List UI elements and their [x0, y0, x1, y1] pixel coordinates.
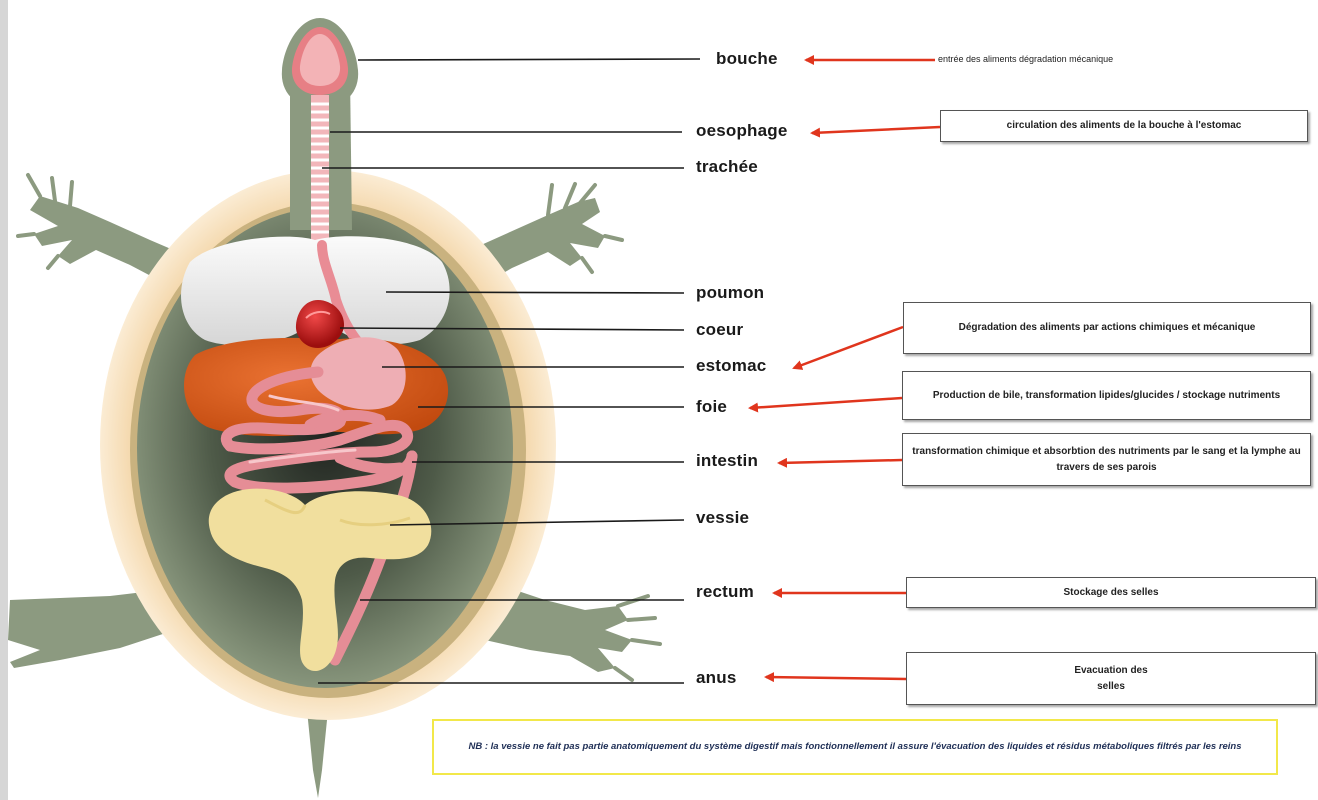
note-foie: Production de bile, transformation lipid… [933, 388, 1280, 404]
leader-line-poumon [386, 292, 684, 293]
note-box-rectum: Stockage des selles [906, 577, 1316, 608]
label-trachee: trachée [696, 157, 758, 177]
label-intestin: intestin [696, 451, 758, 471]
arrow-estomac [794, 327, 903, 368]
note-intestin: transformation chimique et absorbtion de… [909, 444, 1304, 475]
nb-note-box: NB : la vessie ne fait pas partie anatom… [432, 719, 1278, 775]
nb-note-text: NB : la vessie ne fait pas partie anatom… [468, 738, 1241, 756]
note-box-anus: Evacuation des selles [906, 652, 1316, 705]
label-coeur: coeur [696, 320, 743, 340]
note-box-oesophage: circulation des aliments de la bouche à … [940, 110, 1308, 142]
label-foie: foie [696, 397, 727, 417]
note-box-estomac: Dégradation des aliments par actions chi… [903, 302, 1311, 354]
note-anus: Evacuation des selles [1066, 663, 1156, 694]
label-vessie: vessie [696, 508, 749, 528]
label-estomac: estomac [696, 356, 766, 376]
note-estomac: Dégradation des aliments par actions chi… [959, 320, 1256, 336]
note-box-foie: Production de bile, transformation lipid… [902, 371, 1311, 420]
arrow-oesophage [812, 127, 940, 133]
arrow-foie [750, 398, 902, 408]
leader-line-bouche [358, 59, 700, 60]
label-oesophage: oesophage [696, 121, 788, 141]
arrow-intestin [779, 460, 902, 463]
label-rectum: rectum [696, 582, 754, 602]
note-rectum: Stockage des selles [1063, 585, 1158, 601]
note-box-intestin: transformation chimique et absorbtion de… [902, 433, 1311, 486]
label-anus: anus [696, 668, 736, 688]
note-oesophage: circulation des aliments de la bouche à … [1007, 118, 1242, 134]
note-bouche: entrée des aliments dégradation mécaniqu… [938, 54, 1113, 64]
label-poumon: poumon [696, 283, 764, 303]
label-bouche: bouche [716, 49, 778, 69]
arrow-anus [766, 677, 906, 679]
